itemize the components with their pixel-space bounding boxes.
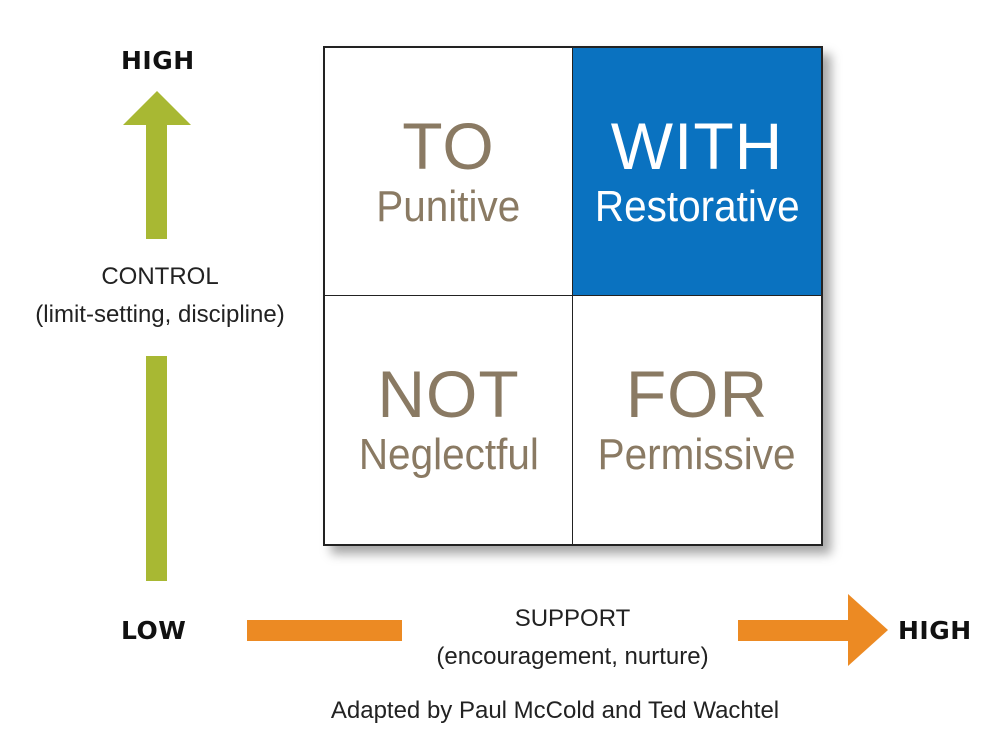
quadrant-for-title: FOR: [625, 357, 769, 431]
control-axis-label: CONTROL (limit-setting, discipline): [0, 258, 320, 334]
support-high-label: HIGH: [898, 616, 972, 645]
quadrant-to-subtitle: Punitive: [376, 181, 521, 231]
quadrant-with-title: WITH: [610, 108, 784, 183]
quadrant-not-title: NOT: [377, 357, 520, 431]
support-arrow-left-shaft: [247, 620, 402, 641]
quadrant-not: NOT Neglectful: [325, 296, 573, 544]
support-arrow-right-shaft: [738, 620, 850, 641]
quadrant-grid: TO Punitive WITH Restorative NOT Neglect…: [323, 46, 823, 546]
support-low-label: LOW: [121, 616, 187, 645]
support-axis-title: SUPPORT: [514, 605, 631, 632]
quadrant-for-subtitle: Permissive: [598, 430, 796, 479]
control-axis-subtitle: (limit-setting, discipline): [35, 301, 285, 328]
quadrant-to: TO Punitive: [325, 48, 573, 296]
quadrant-with-subtitle: Restorative: [594, 181, 800, 231]
support-arrow-head-icon: [848, 594, 888, 666]
control-high-label: HIGH: [121, 46, 195, 75]
credit-line: Adapted by Paul McCold and Ted Wachtel: [330, 697, 780, 724]
quadrant-with: WITH Restorative: [573, 48, 821, 296]
control-arrow-upper-shaft: [146, 124, 167, 239]
control-arrow-lower-shaft: [146, 356, 167, 581]
control-arrow-head-icon: [123, 91, 191, 125]
quadrant-not-subtitle: Neglectful: [358, 430, 539, 479]
quadrant-for: FOR Permissive: [573, 296, 821, 544]
quadrant-to-title: TO: [402, 108, 495, 183]
support-axis-label: SUPPORT (encouragement, nurture): [400, 600, 745, 676]
control-axis-title: CONTROL: [101, 263, 219, 290]
support-axis-subtitle: (encouragement, nurture): [436, 643, 709, 670]
